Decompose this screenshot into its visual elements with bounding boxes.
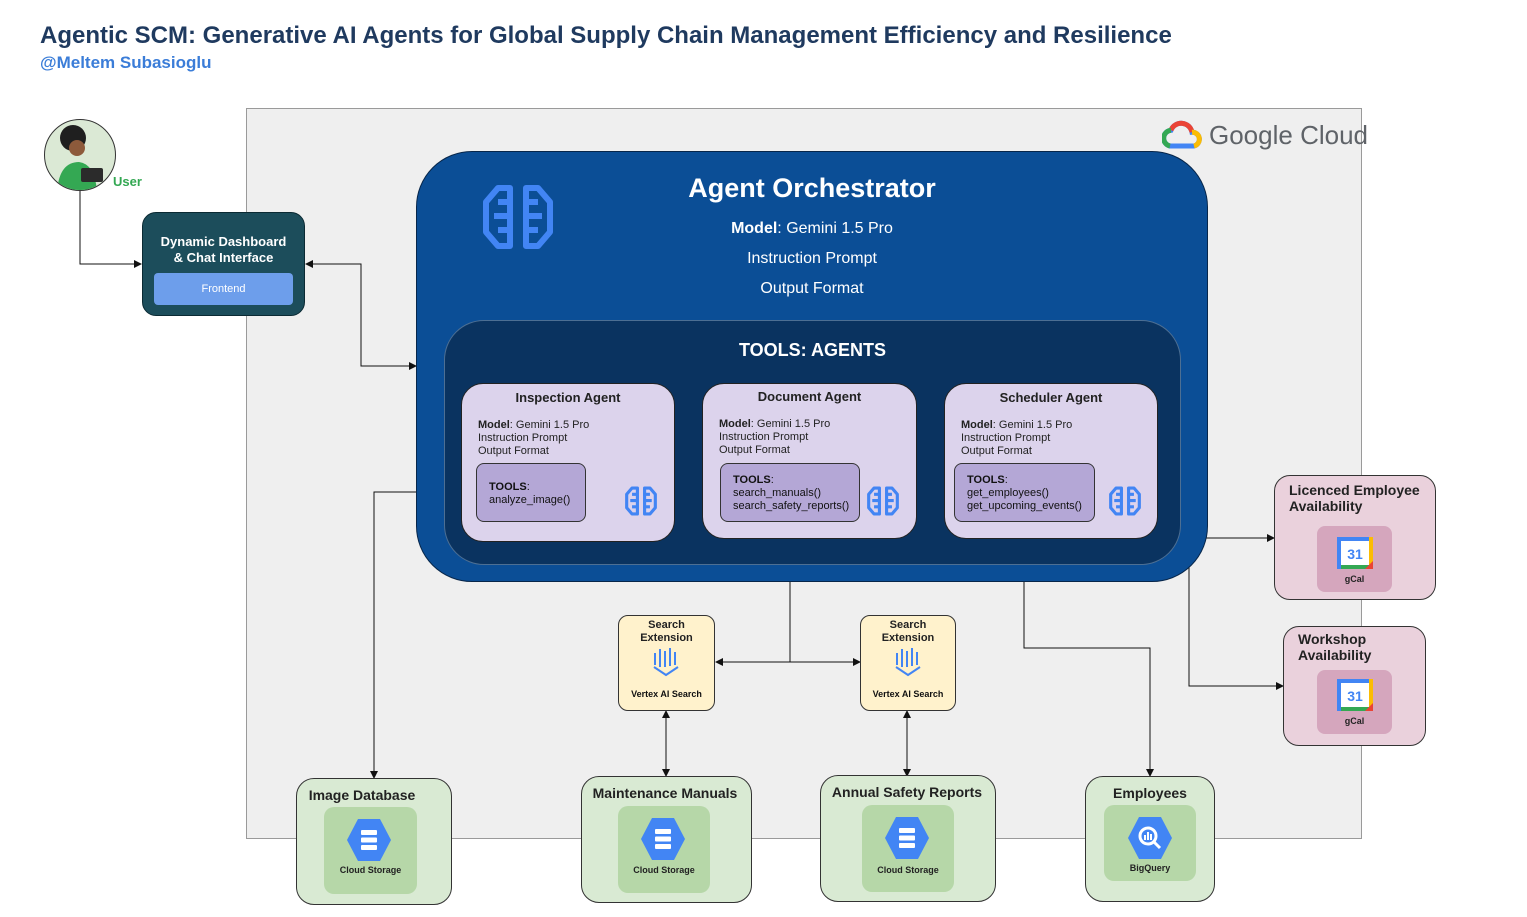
inspection-agent-title: Inspection Agent — [515, 390, 621, 405]
orchestrator-title: Agent Orchestrator — [688, 173, 936, 203]
tool-get-employees: get_employees() — [967, 487, 1049, 499]
inspection-tools-box: TOOLS: analyze_image() — [476, 463, 586, 522]
licenced-employee-title-line2: Availability — [1289, 498, 1363, 514]
inspection-model-value: : Gemini 1.5 Pro — [509, 419, 590, 431]
cloud-storage-icon — [641, 818, 685, 860]
orchestrator-instruction: Instruction Prompt — [747, 250, 877, 267]
scheduler-agent-title: Scheduler Agent — [999, 390, 1103, 405]
licenced-employee-title-line1: Licenced Employee — [1289, 482, 1420, 498]
scheduler-tools-box: TOOLS: get_employees() get_upcoming_even… — [954, 463, 1095, 522]
vertex-ai-search-icon — [895, 648, 921, 677]
vertex-ai-search-icon — [653, 648, 679, 677]
gemini-brain-icon — [483, 185, 553, 249]
document-gemini-icon — [867, 486, 899, 516]
ext1-product: Vertex AI Search — [631, 689, 702, 699]
document-tools-box: TOOLS: search_manuals() search_safety_re… — [720, 463, 860, 522]
document-output: Output Format — [719, 444, 790, 456]
scheduler-gemini-icon — [1109, 486, 1141, 516]
dashboard-to-orchestrator-arrow — [305, 260, 417, 370]
ext2-product: Vertex AI Search — [872, 689, 944, 699]
scheduler-tools-colon: : — [1004, 474, 1008, 486]
page-title: Agentic SCM: Generative AI Agents for Gl… — [40, 22, 1172, 49]
google-cloud-label: Google Cloud — [1209, 120, 1368, 150]
inspection-gemini-icon — [625, 486, 657, 516]
workshop-title-line1: Workshop — [1298, 631, 1367, 647]
scheduler-model-value: : Gemini 1.5 Pro — [992, 419, 1073, 431]
orchestrator-output: Output Format — [760, 280, 864, 297]
annual-safety-reports-product: Cloud Storage — [877, 865, 939, 875]
workshop-title: Workshop Availability — [1298, 631, 1371, 663]
cloud-storage-icon — [885, 817, 929, 859]
search-extension-1[interactable]: Search Extension — [618, 615, 715, 711]
workshop-title-line2: Availability — [1298, 647, 1372, 663]
workshop-product: gCal — [1344, 716, 1365, 726]
ext2-line1: Search — [889, 619, 927, 631]
inspection-instruction: Instruction Prompt — [478, 432, 568, 444]
image-database-title: Image Database — [308, 787, 416, 803]
tool-search-manuals: search_manuals() — [733, 487, 822, 499]
dashboard-title-line1: Dynamic Dashboard — [160, 234, 287, 249]
image-database-product: Cloud Storage — [339, 865, 402, 875]
document-tools-label: TOOLS — [733, 474, 771, 486]
tool-get-upcoming-events: get_upcoming_events() — [967, 500, 1082, 512]
calendar-day-number: 31 — [1347, 546, 1363, 562]
scheduler-model-label: Model — [961, 419, 993, 431]
bigquery-icon — [1128, 817, 1172, 859]
ext2-line2: Extension — [881, 632, 935, 644]
document-model-value: : Gemini 1.5 Pro — [750, 418, 831, 430]
orchestrator-model-label: Model — [731, 220, 778, 237]
scheduler-agent-details: Model: Gemini 1.5 Pro Instruction Prompt… — [961, 419, 1072, 458]
ext1-line2: Extension — [640, 632, 693, 644]
google-calendar-icon: 31 — [1337, 679, 1373, 711]
user-label: User — [113, 174, 142, 189]
employees-product: BigQuery — [1129, 863, 1171, 873]
document-agent-details: Model: Gemini 1.5 Pro Instruction Prompt… — [719, 418, 830, 457]
user-avatar — [44, 119, 116, 191]
to-workshop-calendar-arrow — [1188, 538, 1284, 690]
frontend-label: Frontend — [154, 273, 293, 305]
scheduler-tools-label: TOOLS — [967, 474, 1005, 486]
document-agent-title: Document Agent — [757, 389, 862, 404]
licenced-employee-title: Licenced Employee Availability — [1289, 482, 1420, 514]
licenced-employee-product: gCal — [1344, 574, 1365, 584]
author-name: @Meltem Subasioglu — [40, 53, 212, 72]
inspection-output: Output Format — [478, 445, 549, 457]
document-instruction: Instruction Prompt — [719, 431, 809, 443]
dashboard-title-line2: & Chat Interface — [173, 250, 274, 265]
scheduler-instruction: Instruction Prompt — [961, 432, 1051, 444]
google-calendar-icon: 31 — [1337, 537, 1373, 569]
inspection-tools-label: TOOLS — [489, 481, 527, 493]
user-illustration-icon — [57, 125, 103, 190]
user-to-dashboard-arrow — [79, 191, 142, 268]
maintenance-manuals-title: Maintenance Manuals — [592, 785, 738, 801]
inspection-model-label: Model — [478, 419, 510, 431]
inspection-tools-colon: : — [526, 481, 530, 493]
employees-title: Employees — [1113, 785, 1187, 801]
cloud-storage-icon — [347, 819, 391, 861]
maintenance-manuals-product: Cloud Storage — [633, 865, 695, 875]
orchestrator-model-value: : Gemini 1.5 Pro — [777, 220, 893, 237]
scheduler-output: Output Format — [961, 445, 1032, 457]
calendar-day-number: 31 — [1347, 688, 1363, 704]
tool-analyze-image: analyze_image() — [489, 494, 571, 506]
annual-safety-reports-title: Annual Safety Reports — [831, 784, 983, 800]
tools-agents-title: TOOLS: AGENTS — [738, 340, 886, 360]
inspection-agent-details: Model: Gemini 1.5 Pro Instruction Prompt… — [478, 419, 589, 458]
document-model-label: Model — [719, 418, 751, 430]
tool-search-safety-reports: search_safety_reports() — [733, 500, 850, 512]
orchestrator-model: Model: Gemini 1.5 Pro — [416, 220, 1208, 238]
document-tools-colon: : — [770, 474, 774, 486]
ext1-line1: Search — [648, 619, 685, 631]
google-cloud-logo-icon — [1162, 120, 1202, 149]
scheduler-to-employees-arrow — [1020, 521, 1154, 777]
